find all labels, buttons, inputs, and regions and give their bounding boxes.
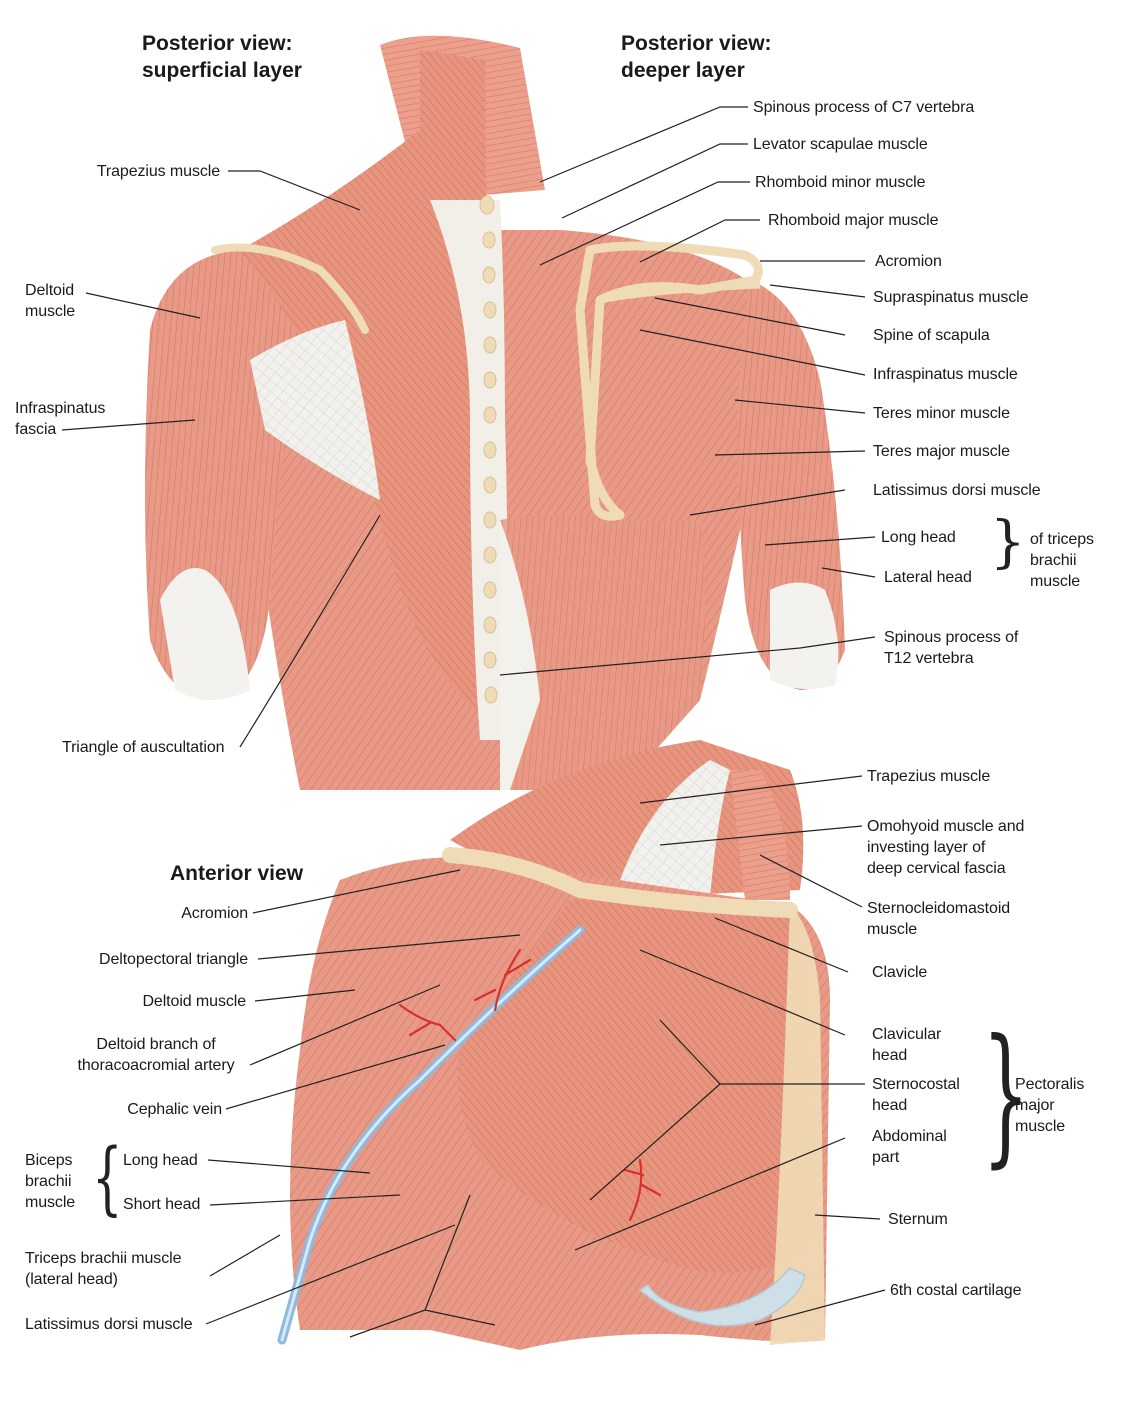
label-latissimus-anterior: Latissimus dorsi muscle — [25, 1316, 193, 1333]
label-sternum: Sternum — [888, 1211, 948, 1228]
label-rhomboid-minor: Rhomboid minor muscle — [755, 174, 926, 191]
label-acromion-anterior: Acromion — [181, 905, 248, 922]
label-rhomboid-major: Rhomboid major muscle — [768, 212, 939, 229]
title-deeper: Posterior view: deeper layer — [621, 32, 772, 82]
label-triangle-auscultation: Triangle of auscultation — [62, 739, 225, 756]
label-clavicle: Clavicle — [872, 964, 928, 981]
label-infraspinatus-fascia: Infraspinatus fascia — [15, 400, 106, 438]
label-latissimus-posterior: Latissimus dorsi muscle — [873, 482, 1041, 499]
label-teres-minor: Teres minor muscle — [873, 405, 1010, 422]
brace-pectoralis: } — [982, 1008, 1030, 1182]
label-trapezius-superficial: Trapezius muscle — [96, 163, 220, 180]
label-long-head-triceps: Long head — [881, 529, 956, 546]
title-superficial: Posterior view: superficial layer — [142, 32, 302, 82]
brace-biceps: { — [92, 1131, 123, 1224]
label-levator-scapulae: Levator scapulae muscle — [753, 136, 928, 153]
label-infraspinatus: Infraspinatus muscle — [873, 366, 1018, 383]
artery-branches — [398, 948, 662, 1222]
label-omohyoid: Omohyoid muscle and investing layer of d… — [867, 818, 1025, 877]
infraspinatus-fascia-area — [250, 320, 380, 500]
clavicle-shape — [442, 847, 798, 918]
label-short-head-biceps: Short head — [123, 1196, 201, 1213]
label-pectoralis-group: Pectoralis major muscle — [1015, 1076, 1085, 1135]
title-anterior: Anterior view — [170, 862, 304, 885]
label-biceps-group: Biceps brachii muscle — [25, 1152, 76, 1211]
label-trapezius-anterior: Trapezius muscle — [867, 768, 991, 785]
label-long-head-biceps: Long head — [123, 1152, 198, 1169]
label-triceps-group: of triceps brachii muscle — [1030, 531, 1094, 590]
label-supraspinatus: Supraspinatus muscle — [873, 289, 1029, 306]
label-deltoid-superficial: Deltoid muscle — [25, 282, 76, 320]
label-deltopectoral-triangle: Deltopectoral triangle — [99, 951, 248, 968]
left-elbow-tendon — [160, 568, 250, 700]
label-costal-cartilage: 6th costal cartilage — [890, 1282, 1022, 1299]
label-sternocostal-head: Sternocostal head — [872, 1076, 960, 1114]
label-teres-major: Teres major muscle — [873, 443, 1010, 460]
label-abdominal-part: Abdominal part — [872, 1128, 947, 1166]
trapezius-superficial — [240, 50, 490, 720]
spine-tendon — [430, 200, 508, 740]
right-elbow-tendon — [770, 582, 839, 689]
label-deltoid-anterior: Deltoid muscle — [142, 993, 246, 1010]
scapula-outline — [575, 241, 763, 521]
sternum-strip — [770, 905, 825, 1345]
label-clavicular-head: Clavicular head — [872, 1026, 942, 1064]
label-triceps-anterior: Triceps brachii muscle (lateral head) — [25, 1250, 182, 1288]
pectoralis-area — [457, 900, 813, 1273]
label-lateral-head-triceps: Lateral head — [884, 569, 972, 586]
label-sternocleidomastoid: Sternocleidomastoid muscle — [867, 900, 1011, 938]
vertebrae — [479, 195, 498, 704]
label-t12: Spinous process of T12 vertebra — [884, 629, 1019, 667]
label-c7: Spinous process of C7 vertebra — [753, 99, 975, 116]
label-cephalic-vein: Cephalic vein — [127, 1101, 222, 1118]
costal-cartilage-shape — [638, 1267, 806, 1327]
brace-triceps: } — [990, 510, 1026, 575]
label-deltoid-branch: Deltoid branch of thoracoacromial artery — [77, 1036, 235, 1074]
label-spine-scapula: Spine of scapula — [873, 327, 990, 344]
anterior-figure — [277, 740, 830, 1350]
label-acromion-posterior: Acromion — [875, 253, 942, 270]
posterior-figure — [145, 35, 845, 790]
